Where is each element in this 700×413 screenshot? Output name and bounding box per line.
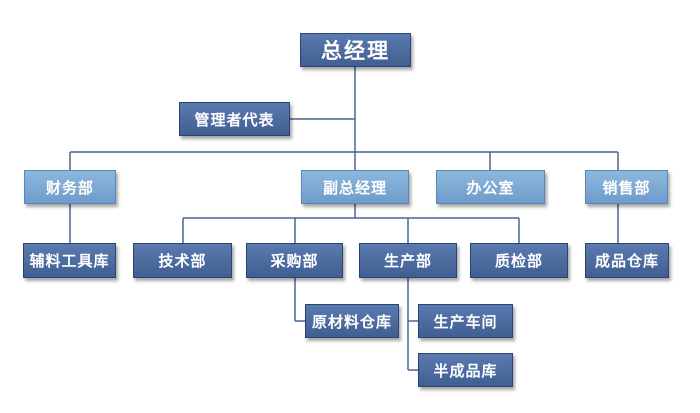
node-purchasing: 采购部 (246, 243, 343, 278)
node-quality: 质检部 (470, 243, 568, 278)
node-workshop: 生产车间 (418, 304, 513, 338)
node-aux-store: 辅料工具库 (23, 243, 116, 278)
node-production: 生产部 (359, 243, 457, 278)
node-gm: 总经理 (300, 33, 411, 67)
node-semi-store: 半成品库 (418, 353, 513, 387)
node-office: 办公室 (436, 170, 545, 204)
node-mgmt-rep: 管理者代表 (179, 102, 290, 136)
node-tech: 技术部 (133, 243, 232, 278)
node-raw-store: 原材料仓库 (305, 304, 399, 338)
node-finished-store: 成品仓库 (585, 243, 669, 278)
node-deputy-gm: 副总经理 (301, 170, 409, 204)
node-sales: 销售部 (585, 170, 668, 204)
node-finance: 财务部 (24, 170, 116, 204)
